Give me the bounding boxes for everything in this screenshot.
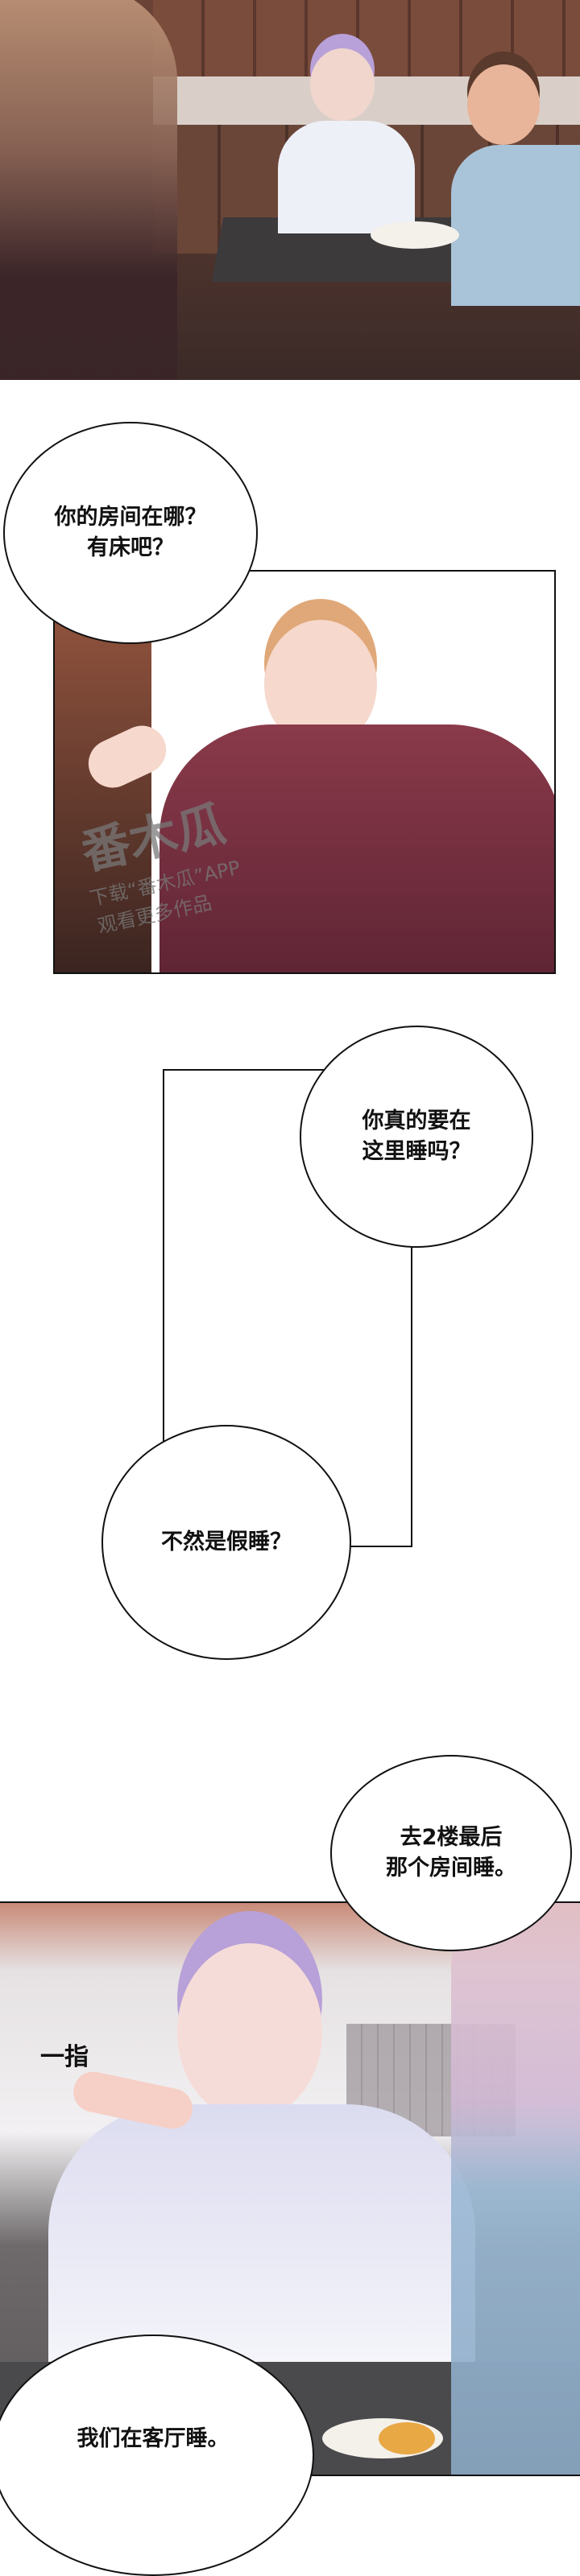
speech-text-4: 去2楼最后 那个房间睡。 — [386, 1825, 516, 1880]
dark-haired-man-foreground — [451, 1903, 580, 2475]
speech-bubble-5: 我们在客厅睡。 — [0, 2334, 314, 2576]
purple-haired-man-head — [177, 1943, 322, 2120]
speech-bubble-4: 去2楼最后 那个房间睡。 — [330, 1755, 572, 1951]
speech-text-1: 你的房间在哪？ 有床吧？ — [54, 505, 207, 560]
purple-haired-man — [310, 48, 375, 121]
blond-man-foreground — [0, 0, 177, 380]
watermark: 番木瓜 下载“番木瓜”APP 观看更多作品 — [77, 789, 321, 972]
sfx-point: 一指 — [40, 2043, 89, 2071]
panel-blond-man: 番木瓜 下载“番木瓜”APP 观看更多作品 — [53, 570, 556, 974]
egg — [379, 2422, 435, 2454]
blond-man-body — [160, 724, 554, 972]
dark-haired-man-body — [451, 145, 580, 306]
purple-haired-man-body — [278, 121, 415, 233]
speech-bubble-1: 你的房间在哪？ 有床吧？ — [3, 422, 258, 644]
plate — [371, 221, 459, 249]
dark-haired-man — [467, 64, 540, 145]
speech-text-5: 我们在客厅睡。 — [77, 2426, 230, 2451]
purple-haired-man-sweater — [48, 2104, 475, 2362]
speech-bubble-2: 你真的要在 这里睡吗？ — [300, 1026, 533, 1248]
panel-kitchen — [0, 0, 580, 380]
speech-bubble-3: 不然是假睡？ — [102, 1425, 351, 1660]
speech-text-2: 你真的要在 这里睡吗？ — [362, 1108, 471, 1164]
speech-text-3: 不然是假睡？ — [161, 1530, 292, 1554]
